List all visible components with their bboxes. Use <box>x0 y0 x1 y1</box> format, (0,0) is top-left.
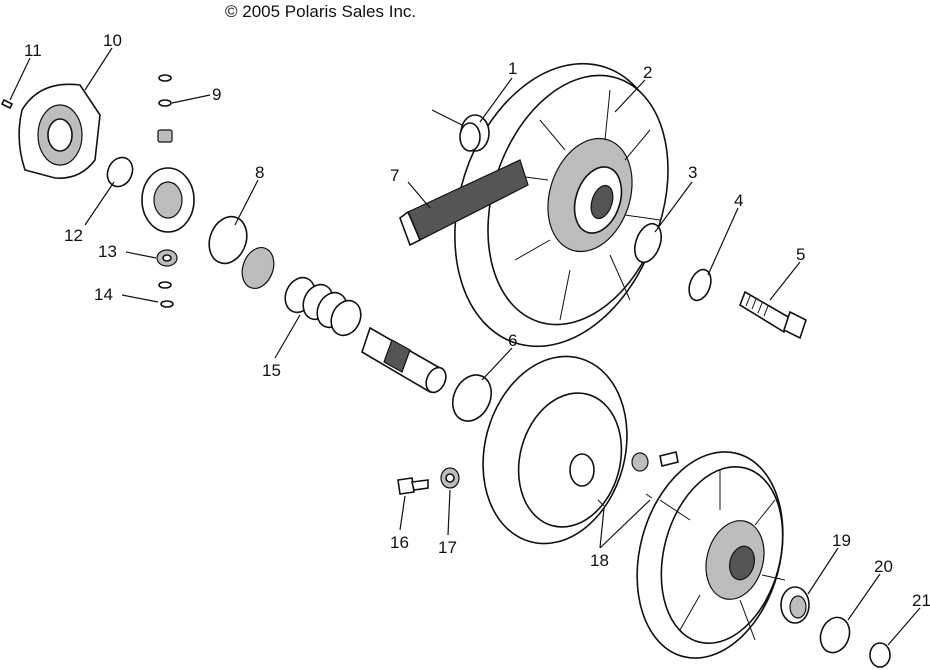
part-shaft <box>361 326 447 394</box>
callout-16: 16 <box>390 533 409 552</box>
callout-labels: 1 2 3 4 5 6 7 8 9 10 11 12 13 14 15 16 1… <box>24 31 930 610</box>
callout-1: 1 <box>508 59 517 78</box>
part-7-drive-belt <box>399 159 529 247</box>
callout-2: 2 <box>643 63 652 82</box>
part-4-washer <box>688 268 712 302</box>
part-14-washer-clip <box>158 281 174 308</box>
callout-10: 10 <box>103 31 122 50</box>
part-cover-plate <box>241 247 275 289</box>
copyright-notice: © 2005 Polaris Sales Inc. <box>225 2 417 21</box>
part-8-retainer-plate <box>208 215 248 265</box>
callout-20: 20 <box>874 557 893 576</box>
part-9-washer-nut <box>157 74 173 143</box>
callout-13: 13 <box>98 242 117 261</box>
part-3-washer <box>634 222 662 264</box>
part-17-nut <box>440 467 460 489</box>
callout-4: 4 <box>734 191 743 210</box>
callout-11: 11 <box>24 41 42 60</box>
part-roller-nut <box>631 451 679 472</box>
part-21-retaining-ring <box>869 642 891 668</box>
callout-17: 17 <box>438 538 457 557</box>
part-stationary-sheave <box>482 355 628 545</box>
callout-18: 18 <box>590 551 609 570</box>
part-2-outer-sheave <box>454 62 669 348</box>
part-10-spider-housing <box>18 83 101 179</box>
part-spider-assembly <box>141 167 195 233</box>
callout-8: 8 <box>255 163 264 182</box>
part-1-bushing <box>459 114 490 152</box>
part-moveable-sheave <box>636 451 786 659</box>
leader-lines <box>9 47 921 646</box>
callout-6: 6 <box>508 331 517 350</box>
part-11-pin <box>0 98 14 110</box>
callout-7: 7 <box>390 166 399 185</box>
part-20-snap-ring <box>819 616 851 654</box>
part-15-spring <box>284 276 362 337</box>
callout-14: 14 <box>94 285 113 304</box>
part-16-bolt <box>397 477 429 495</box>
callout-3: 3 <box>688 163 697 182</box>
part-18-pins <box>597 493 653 507</box>
part-12-snap-ring <box>106 156 134 188</box>
callout-19: 19 <box>832 531 851 550</box>
callout-5: 5 <box>796 245 805 264</box>
part-5-bolt <box>739 290 807 340</box>
part-13-nut <box>156 249 178 267</box>
callout-21: 21 <box>912 591 930 610</box>
callout-15: 15 <box>262 361 281 380</box>
part-19-bearing <box>780 586 810 624</box>
callout-9: 9 <box>212 85 221 104</box>
callout-12: 12 <box>64 226 83 245</box>
part-6-o-ring <box>451 374 493 422</box>
